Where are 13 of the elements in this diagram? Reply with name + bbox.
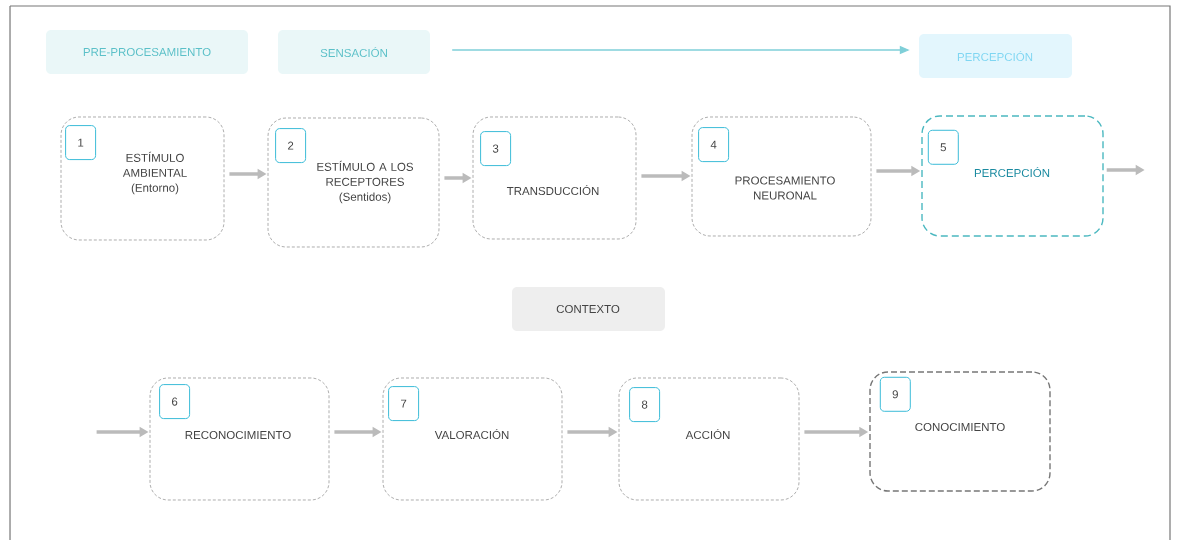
number-badge: 7 [388, 386, 420, 422]
number-badge: 9 [879, 376, 911, 412]
number-badge: 1 [65, 125, 97, 161]
phase-band: PRE-PROCESAMIENTO [46, 30, 248, 74]
phase-band: SENSACIÓN [278, 30, 430, 74]
number-badge: 3 [480, 131, 512, 167]
number-badge: 5 [927, 129, 959, 165]
number-badge: 4 [698, 127, 730, 163]
number-badge: 8 [629, 387, 661, 423]
context-box: CONTEXTO [512, 287, 665, 331]
number-badge: 6 [159, 384, 191, 420]
number-badge: 2 [275, 128, 307, 164]
phase-band: PERCEPCIÓN [919, 34, 1072, 78]
